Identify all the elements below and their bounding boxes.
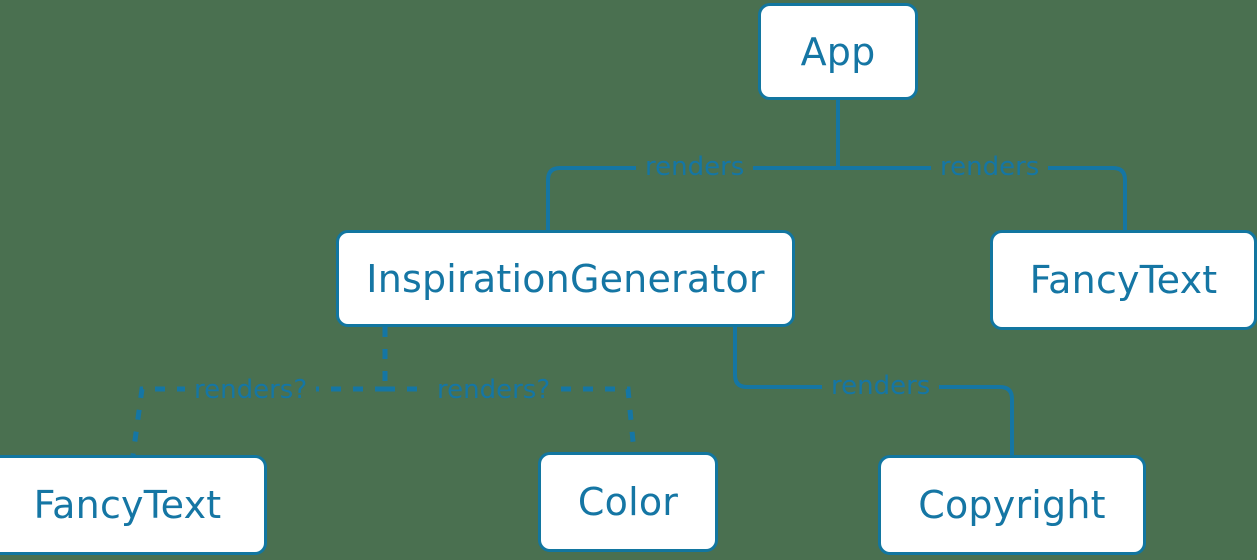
node-app-label: App	[800, 29, 876, 74]
edge-label-renders-q-color: renders?	[428, 377, 560, 403]
edge-label-renders-q-fancytext: renders?	[185, 377, 317, 403]
edge-label-renders-app-inspirationgenerator: renders	[636, 154, 754, 180]
node-copyright[interactable]: Copyright	[878, 455, 1146, 555]
node-inspirationgenerator-label: InspirationGenerator	[366, 256, 765, 301]
node-app[interactable]: App	[758, 3, 918, 100]
edge-app-to-fancytext	[836, 166, 1127, 232]
edge-inspirationgenerator-to-color	[385, 386, 637, 453]
node-fancytext-right[interactable]: FancyText	[990, 230, 1257, 330]
node-inspirationgenerator[interactable]: InspirationGenerator	[336, 230, 795, 327]
node-color[interactable]: Color	[538, 452, 718, 552]
node-fancytext-bottom-label: FancyText	[33, 483, 222, 527]
edge-app-to-inspirationgenerator	[546, 166, 840, 232]
node-fancytext-bottom[interactable]: FancyText	[0, 455, 267, 555]
node-copyright-label: Copyright	[918, 483, 1106, 527]
edge-label-renders-inspirationgenerator-copyright: renders	[822, 373, 940, 399]
node-color-label: Color	[577, 480, 679, 524]
edge-inspirationgenerator-to-fancytext-bottom	[130, 386, 385, 456]
edge-label-renders-app-fancytext: renders	[931, 154, 1049, 180]
node-fancytext-right-label: FancyText	[1029, 258, 1218, 302]
